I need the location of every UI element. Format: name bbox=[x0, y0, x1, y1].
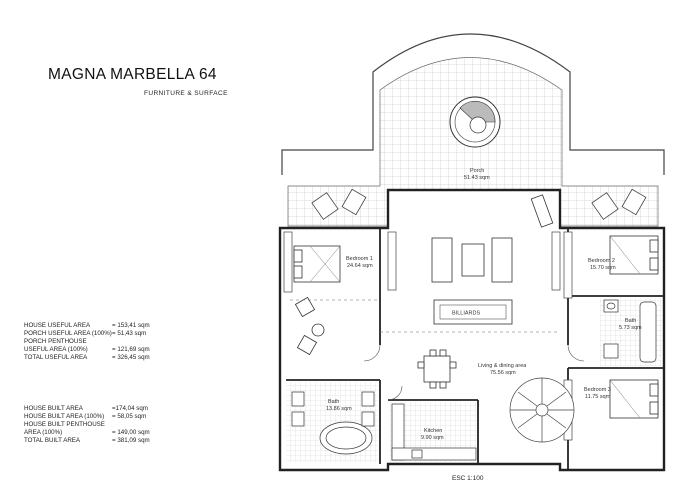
living-area: 75.56 sqm bbox=[490, 370, 516, 376]
area-value: = 121,69 sqm bbox=[112, 345, 150, 353]
area-label: TOTAL USEFUL AREA bbox=[24, 353, 88, 361]
area-value: = 149,00 sqm bbox=[112, 428, 150, 436]
bath-right-fixtures bbox=[603, 299, 657, 363]
dashed-ceiling-lines bbox=[290, 299, 560, 333]
area-value: =174,04 sqm bbox=[112, 405, 148, 412]
area-label: USEFUL AREA (100%) bbox=[24, 345, 88, 353]
bath-left-area: 13.86 sqm bbox=[326, 406, 352, 412]
bedroom2-furniture bbox=[609, 235, 659, 275]
area-label: PORCH PENTHOUSE bbox=[24, 337, 87, 345]
area-label: HOUSE BUILT PENTHOUSE bbox=[24, 420, 105, 428]
kitchen-area: 9.90 sqm bbox=[421, 435, 444, 441]
area-label: AREA (100%) bbox=[24, 428, 63, 436]
area-value: = 381,09 sqm bbox=[112, 436, 150, 444]
area-label: PORCH USEFUL AREA (100%) bbox=[24, 329, 112, 337]
bedroom1-area: 24.64 sqm bbox=[347, 263, 373, 269]
area-label: TOTAL BUILT AREA bbox=[24, 436, 81, 444]
bedroom2-area: 15.70 sqm bbox=[590, 265, 616, 271]
plan-subtitle: FURNITURE & SURFACE bbox=[144, 90, 228, 97]
kitchen-name: Kitchen bbox=[424, 428, 442, 434]
porch-area: 51.43 sqm bbox=[464, 175, 490, 181]
house-outer-wall bbox=[278, 188, 666, 472]
area-label: HOUSE BUILT AREA bbox=[24, 405, 83, 412]
area-value: = 326,45 sqm bbox=[112, 353, 150, 361]
bedroom1-name: Bedroom 1 bbox=[346, 256, 373, 262]
bedroom1-furniture bbox=[293, 245, 341, 356]
area-value: = 153,41 sqm bbox=[112, 322, 150, 329]
billiards-label: BILLIARDS bbox=[452, 311, 480, 317]
scale-label: ESC 1:100 bbox=[452, 475, 484, 482]
interior-walls bbox=[286, 228, 664, 470]
bath-right-area: 5.73 sqm bbox=[619, 325, 642, 331]
porch-round-feature bbox=[449, 96, 501, 148]
spiral-staircase bbox=[509, 377, 575, 443]
bedroom3-name: Bedroom 3 bbox=[584, 387, 611, 393]
bedroom3-furniture bbox=[609, 379, 659, 419]
bath-left-fixtures bbox=[291, 391, 375, 455]
bedroom2-name: Bedroom 2 bbox=[588, 258, 615, 264]
porch-outline bbox=[281, 33, 665, 175]
living-furniture bbox=[417, 194, 554, 389]
area-value: = 51,43 sqm bbox=[112, 329, 147, 337]
plan-title: MAGNA MARBELLA 64 bbox=[48, 66, 217, 83]
area-value: = 58,05 sqm bbox=[112, 412, 147, 420]
bedroom3-area: 11.75 sqm bbox=[585, 394, 611, 400]
porch-lounge-chairs bbox=[311, 188, 647, 220]
door-swings bbox=[363, 344, 585, 401]
kitchen-counters bbox=[391, 403, 477, 461]
area-label: HOUSE USEFUL AREA bbox=[24, 322, 91, 329]
porch-name: Porch bbox=[470, 168, 484, 174]
area-label: HOUSE BUILT AREA (100%) bbox=[24, 412, 105, 420]
bath-left-name: Bath bbox=[328, 399, 339, 405]
living-name: Living & dining area bbox=[478, 363, 527, 369]
bath-right-name: Bath bbox=[625, 318, 636, 324]
